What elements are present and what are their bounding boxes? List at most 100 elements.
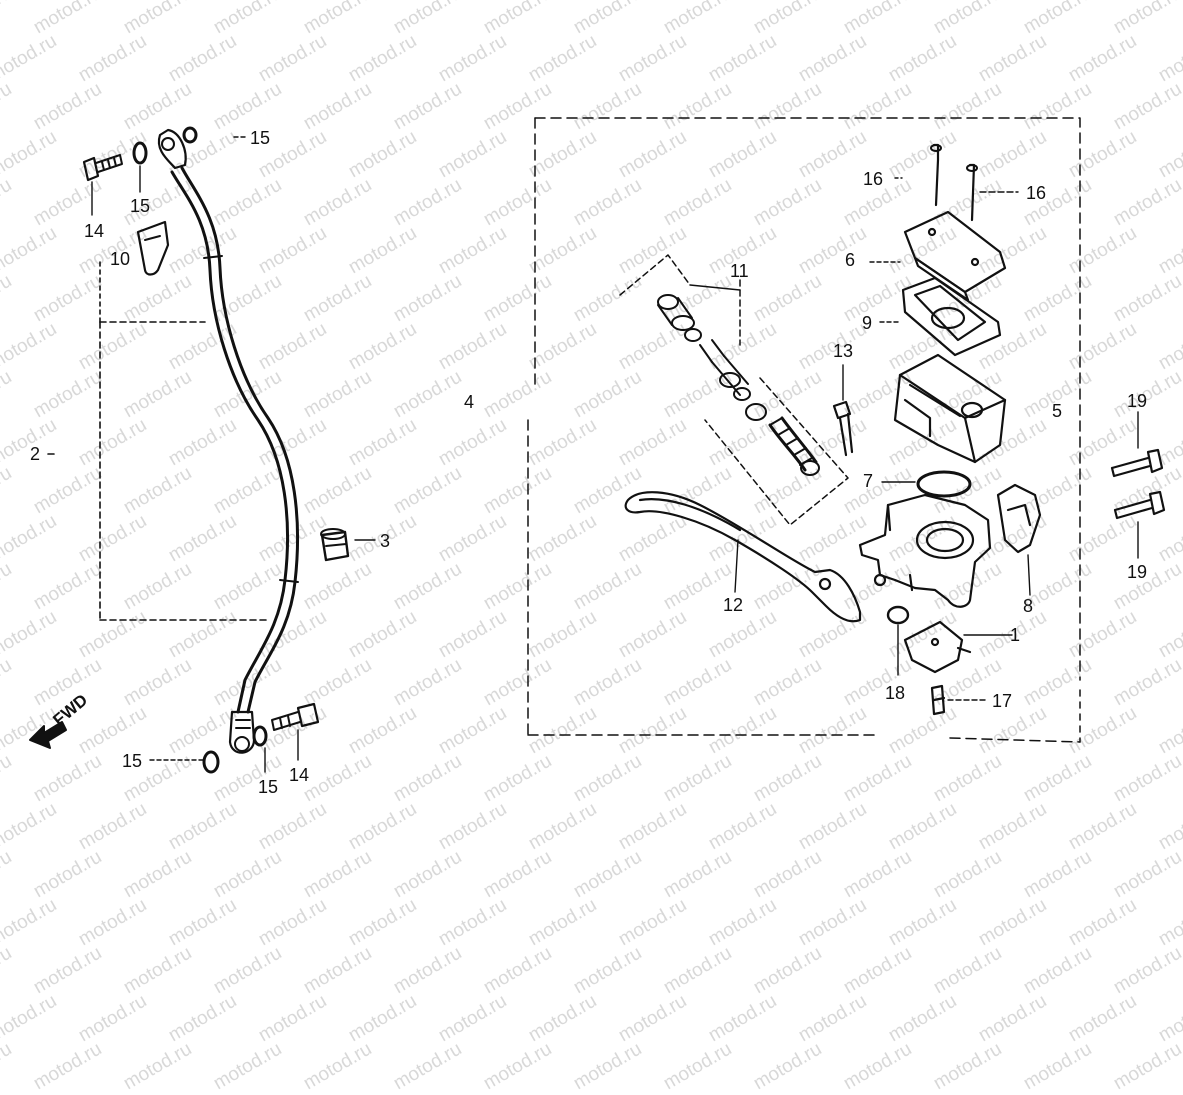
watermark-text: motod.ru [0,990,61,1047]
cap-screw-left [930,143,942,207]
diagram-drawing [29,117,1166,774]
watermark-text: motod.ru [120,942,196,999]
watermark-text: motod.ru [570,1038,646,1095]
watermark-text: motod.ru [210,942,286,999]
part-label-10: 10 [110,249,131,269]
part-label-1: 1 [1010,625,1021,645]
part-label-15-bottom-right: 15 [258,777,279,797]
watermark-text: motod.ru [255,990,331,1047]
master-cylinder-body [858,493,992,608]
piston-kit-bracket [619,254,849,526]
watermark-text: motod.ru [570,942,646,999]
part-label-19-upper: 19 [1127,391,1148,411]
bushing [886,605,910,625]
watermark-text: motod.ru [30,1038,106,1095]
part-label-5: 5 [1052,401,1063,421]
part-label-18: 18 [885,683,906,703]
part-label-14-top: 14 [84,221,105,241]
part-label-15-top-left: 15 [130,196,151,216]
part-label-8: 8 [1023,596,1034,616]
leader-lines-right [734,177,1139,701]
washer-15-top-right [182,126,198,144]
pivot-screw [832,400,854,457]
part-label-11: 11 [730,261,749,281]
watermark-text: motod.ru [525,990,601,1047]
watermark-text: motod.ru [1020,1038,1096,1095]
watermark-text: motod.ru [390,942,466,999]
watermark-text: motod.ru [120,1038,196,1095]
watermark-text: motod.ru [1155,894,1183,951]
watermark-text: motod.ru [795,990,871,1047]
watermark-text: motod.ru [525,894,601,951]
watermark-text: motod.ru [840,942,916,999]
diaphragm-plate [901,276,1002,357]
part-label-2: 2 [30,444,41,464]
watermark-text: motod.ru [930,1038,1006,1095]
watermark-text: motod.ru [885,990,961,1047]
watermark-text: motod.ru [435,894,511,951]
watermark-text: motod.ru [615,894,691,951]
leader-lines-left [91,136,376,773]
part-label-6: 6 [845,250,856,270]
brake-switch [903,620,972,674]
cap-screw-right [966,163,978,222]
banjo-bolt-top [82,154,123,182]
watermark-text: motod.ru [300,942,376,999]
watermark-text: motod.ru [390,1038,466,1095]
watermark-text: motod.ru [975,990,1051,1047]
part-label-12: 12 [723,595,744,615]
watermark-text: motod.ru [750,1038,826,1095]
part-label-7: 7 [863,471,874,491]
watermark-text: motod.ru [435,990,511,1047]
part-label-13: 13 [833,341,854,361]
hose-bracket-lines [47,261,271,621]
part-label-16-left: 16 [863,169,884,189]
watermark-text: motod.ru [1065,894,1141,951]
piston-assembly [657,294,820,476]
watermark-text: motod.ru [165,990,241,1047]
watermark-text: motod.ru [165,894,241,951]
o-ring [916,470,972,498]
part-label-17: 17 [992,691,1013,711]
watermark-text: motod.ru [660,942,736,999]
watermark-text: motod.ru [0,1038,16,1095]
master-cylinder-frame [527,117,1081,743]
watermark-text: motod.ru [480,942,556,999]
watermark-text: motod.ru [615,990,691,1047]
fwd-arrow [29,721,67,749]
mount-bolt-upper [1110,448,1164,478]
grommet [320,528,350,562]
watermark-text: motod.ru [885,894,961,951]
watermark-text: motod.ru [75,894,151,951]
watermark-text: motod.ru [345,990,421,1047]
watermark-text: motod.ru [660,1038,736,1095]
watermark-text: motod.ru [705,894,781,951]
brake-hose [157,128,300,754]
part-label-14-bottom: 14 [289,765,310,785]
watermark-text: motod.ru [480,1038,556,1095]
reservoir-body [893,353,1007,464]
watermark-text: motod.ru [75,990,151,1047]
watermark-text: motod.ru [255,894,331,951]
watermark-text: motod.ru [1020,942,1096,999]
watermark-text: motod.ru [300,1038,376,1095]
watermark-text: motod.ru [210,1038,286,1095]
watermark-text: motod.ru [975,894,1051,951]
banjo-bolt-bottom [271,702,320,731]
gasket [996,483,1042,554]
switch-screw [930,684,946,716]
watermark-text: motod.ru [345,894,421,951]
watermark-text: motod.ru [0,942,16,999]
watermark-text: motod.ru [1155,990,1183,1047]
part-label-15-bottom-left: 15 [122,751,143,771]
reservoir-cap [903,210,1007,302]
part-label-16-right: 16 [1026,183,1047,203]
watermark-text: motod.ru [750,942,826,999]
part-label-19-lower: 19 [1127,562,1148,582]
part-label-9: 9 [862,313,873,333]
washer-15-bottom-left [202,750,220,774]
watermark-text: motod.ru [930,942,1006,999]
part-label-4: 4 [464,392,475,412]
watermark-text: motod.ru [1110,942,1183,999]
hose-cap [136,220,170,276]
